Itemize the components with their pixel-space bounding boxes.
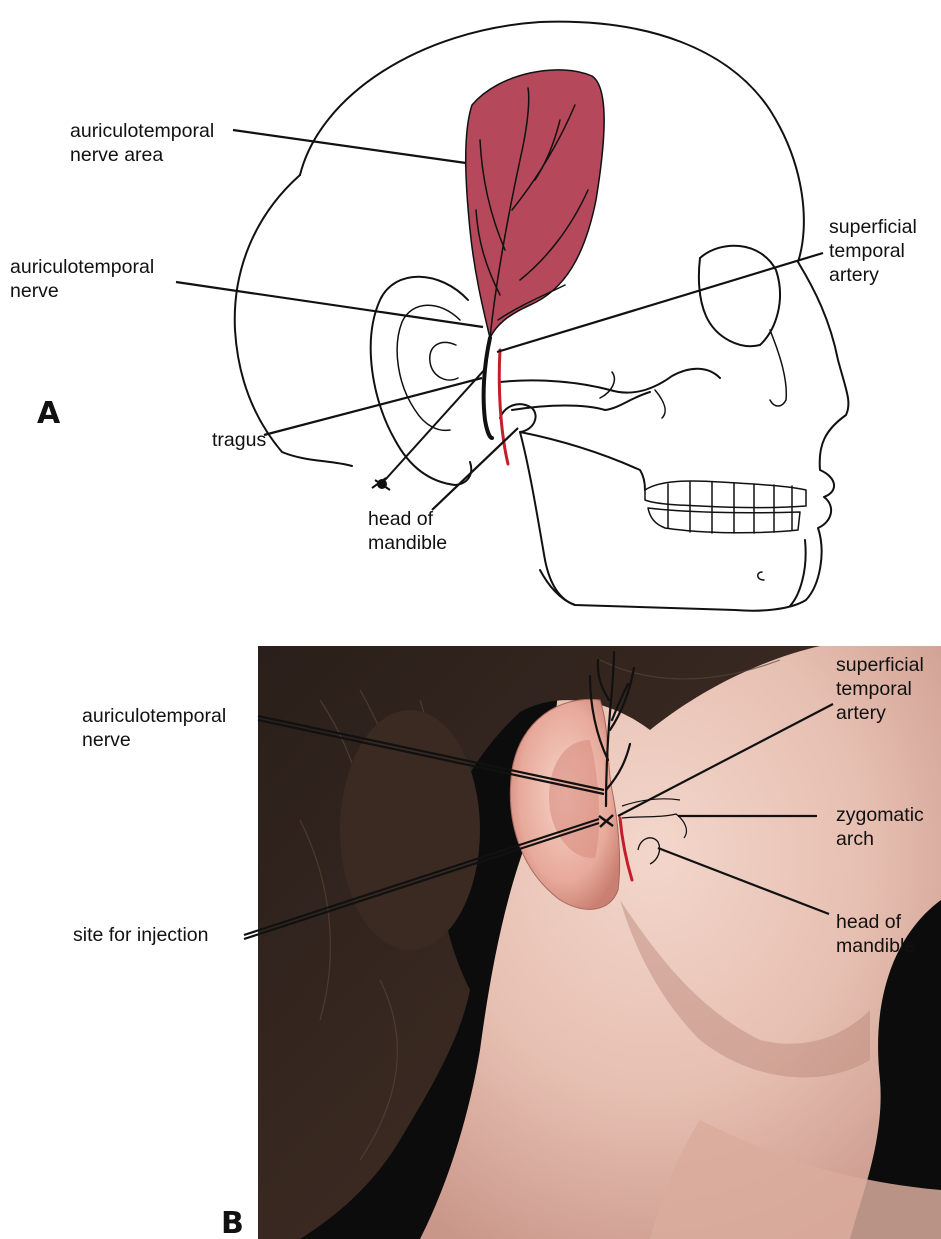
ear-concha: [430, 342, 458, 380]
label-nerve-b: auriculotemporal nerve: [82, 705, 232, 751]
label-tragus-a: tragus: [212, 429, 266, 451]
panel-letter-a: A: [37, 396, 61, 431]
ear-outline: [371, 277, 471, 485]
upper-teeth: [645, 481, 806, 508]
superficial-temporal-artery-a: [499, 350, 508, 464]
label-superficial-temporal-artery-a: superficial temporal artery: [829, 216, 922, 286]
label-head-of-mandible-a: head of mandible: [368, 508, 447, 554]
mental-foramen: [758, 572, 764, 580]
label-site-for-injection-b: site for injection: [73, 924, 208, 946]
ear-inner: [397, 305, 460, 430]
cranium-back: [235, 175, 352, 466]
label-nerve-a: auriculotemporal nerve: [10, 256, 160, 302]
panel-letter-b: B: [221, 1206, 244, 1239]
orbit: [699, 246, 780, 346]
nerve-area-shading: [466, 70, 604, 338]
label-nerve-area-a: auriculotemporal nerve area: [70, 120, 220, 166]
auriculotemporal-nerve-trunk-a: [484, 338, 492, 438]
lower-teeth: [648, 508, 800, 533]
temporal-line: [600, 372, 665, 418]
hair-bun: [340, 710, 480, 950]
nasal-aperture: [770, 330, 786, 406]
